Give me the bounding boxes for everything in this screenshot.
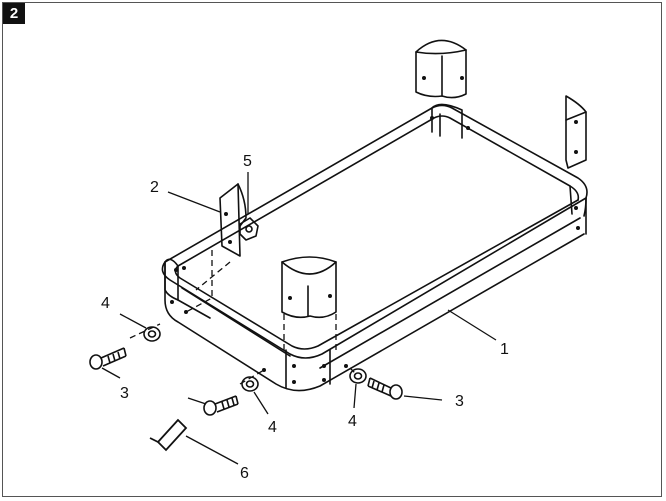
washer-middle	[241, 376, 259, 392]
corner-leg-back	[415, 39, 467, 99]
callout-4-middle: 4	[268, 419, 277, 436]
screws	[89, 347, 403, 416]
callout-6: 6	[240, 465, 249, 482]
washer-left	[143, 326, 161, 342]
callout-5: 5	[243, 153, 252, 170]
tray-corner-front	[285, 349, 331, 389]
bolt-holes	[170, 76, 580, 384]
tray-frame	[161, 104, 588, 392]
corner-leg-front	[281, 256, 337, 319]
washers	[143, 326, 367, 392]
corner-leg-right	[565, 95, 587, 169]
callout-3-left: 3	[120, 385, 129, 402]
corner-bracket	[219, 183, 247, 257]
tray-corner-back	[431, 103, 463, 139]
diagram-frame	[2, 2, 662, 497]
tray-corner-right	[569, 185, 587, 217]
callout-4-right: 4	[348, 413, 357, 430]
screw-right	[367, 377, 403, 400]
callout-3-right: 3	[455, 393, 464, 410]
callout-4-left: 4	[101, 295, 110, 312]
nut	[239, 217, 259, 241]
step-number-badge: 2	[3, 3, 25, 24]
screw-middle	[203, 395, 239, 416]
callout-1: 1	[500, 341, 509, 358]
hex-key	[149, 418, 188, 452]
screw-left	[89, 347, 127, 370]
callout-2: 2	[150, 179, 159, 196]
washer-right	[349, 368, 367, 384]
tray-corner-left	[164, 258, 211, 319]
leader-lines	[101, 172, 497, 465]
